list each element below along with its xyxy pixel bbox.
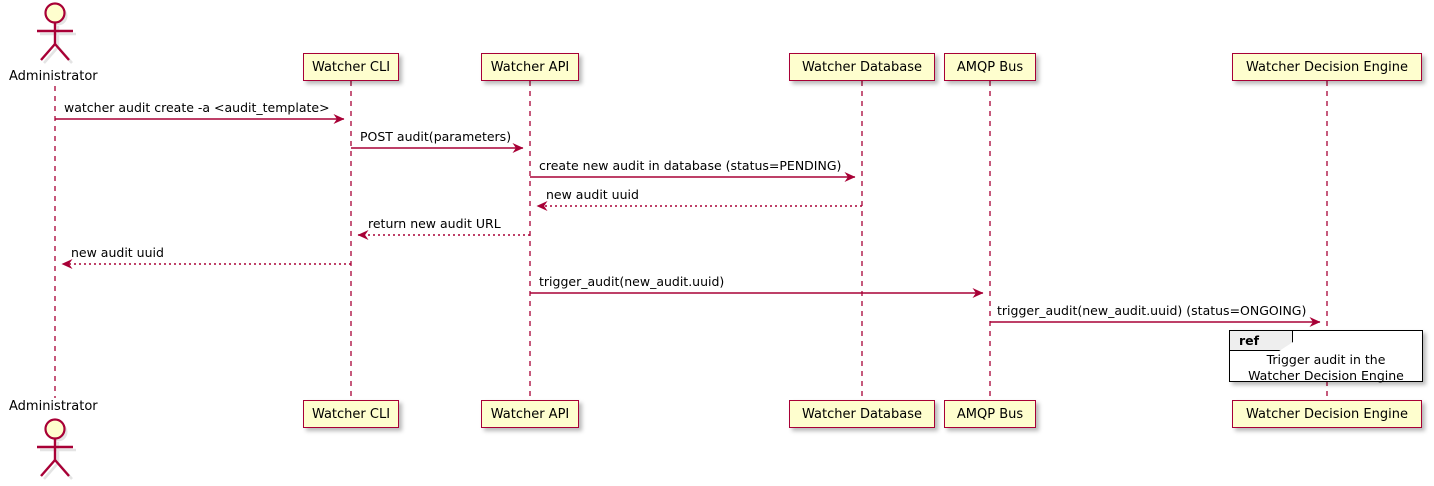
participant-watcher-decision-engine-bottom[interactable]: Watcher Decision Engine [1232,400,1422,428]
message-label-5: return new audit URL [368,216,501,231]
ref-fragment-body: Trigger audit in the Watcher Decision En… [1230,352,1422,384]
participant-watcher-api-top[interactable]: Watcher API [481,53,579,81]
message-label-3: create new audit in database (status=PEN… [539,158,842,173]
message-arrows [55,114,1321,327]
participant-amqp-bus-top[interactable]: AMQP Bus [944,53,1036,81]
ref-fragment-tab [1230,331,1293,351]
ref-fragment-tab-label: ref [1239,333,1260,348]
participant-watcher-database-top[interactable]: Watcher Database [789,53,935,81]
actor-figure-bottom [37,418,76,480]
participant-label: Watcher Decision Engine [1246,59,1408,75]
participant-label: AMQP Bus [956,59,1024,75]
participant-label: Watcher Decision Engine [1246,406,1408,422]
participant-label: AMQP Bus [956,406,1024,422]
message-label-1: watcher audit create -a <audit_template> [64,100,330,115]
participant-watcher-cli-top[interactable]: Watcher CLI [303,53,399,81]
actor-figure-top [37,2,76,64]
message-label-7: trigger_audit(new_audit.uuid) [539,274,725,289]
participant-amqp-bus-bottom[interactable]: AMQP Bus [944,400,1036,428]
participant-label: Watcher CLI [311,406,391,422]
actor-label-administrator-bottom: Administrator [9,399,98,414]
message-label-4: new audit uuid [546,187,639,202]
message-label-8: trigger_audit(new_audit.uuid) (status=ON… [997,303,1307,318]
participant-watcher-cli-bottom[interactable]: Watcher CLI [303,400,399,428]
participant-label: Watcher Database [802,59,922,75]
lifelines [54,81,1328,398]
ref-fragment: ref Trigger audit in the Watcher Decisio… [1229,330,1423,384]
ref-fragment-line-1: Trigger audit in the [1266,352,1386,367]
participant-label: Watcher Database [802,406,922,422]
participant-watcher-database-bottom[interactable]: Watcher Database [789,400,935,428]
ref-fragment-line-2: Watcher Decision Engine [1248,368,1404,383]
participant-label: Watcher CLI [311,59,391,75]
participant-label: Watcher API [490,406,570,422]
actor-label-administrator-top: Administrator [9,69,98,84]
message-label-6: new audit uuid [71,245,164,260]
participant-label: Watcher API [490,59,570,75]
participant-watcher-decision-engine-top[interactable]: Watcher Decision Engine [1232,53,1422,81]
participant-watcher-api-bottom[interactable]: Watcher API [481,400,579,428]
message-label-2: POST audit(parameters) [360,129,512,144]
